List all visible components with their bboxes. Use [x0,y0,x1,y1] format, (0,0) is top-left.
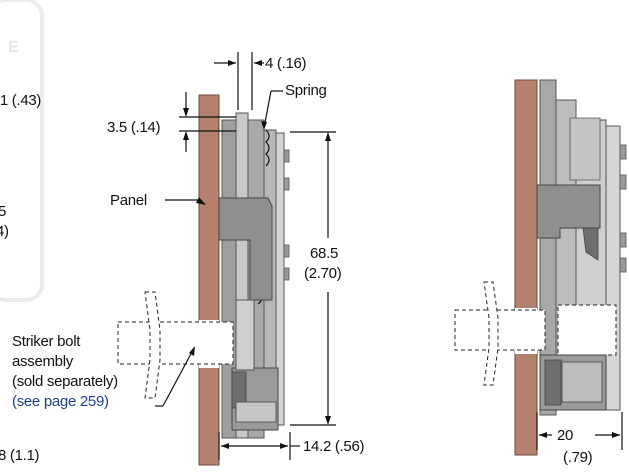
striker-label-line3: (sold separately) [12,373,118,390]
edge-fragment-4: 8 (1.1) [0,447,40,464]
faded-section-tab: E [0,0,44,302]
see-page-link[interactable]: (see page 259) [12,393,109,410]
dimension-14-2-label: 14.2 (.56) [303,438,365,455]
faded-tab-letter: E [8,39,19,56]
panel-left [198,94,220,466]
panel-label: Panel [110,192,147,209]
spring-label: Spring [285,82,327,99]
dimension-68-5-in: (2.70) [304,265,342,282]
latch-side-view-left: 4 (.16) Spring 3.5 (.14) Panel 68.5 (2.7… [12,52,365,466]
edge-fragment-2: 5 [0,203,6,220]
dimension-20-in: (.79) [563,449,593,466]
panel-right [514,79,538,456]
dimension-4-label: 4 (.16) [265,55,307,72]
dimension-68-5-mm: 68.5 [310,245,338,262]
striker-label-line2: assembly [12,353,74,370]
striker-label-line1: Striker bolt [12,333,81,350]
edge-fragment-3: 4) [0,223,9,240]
striker-bolt-left [117,321,234,365]
edge-fragment-1: .1 (.43) [0,92,41,109]
dimension-3-5-label: 3.5 (.14) [107,119,160,136]
striker-bolt-right [454,309,546,351]
latch-side-view-right: 20 (.79) [454,79,627,466]
dimension-20-mm: 20 [557,427,573,444]
